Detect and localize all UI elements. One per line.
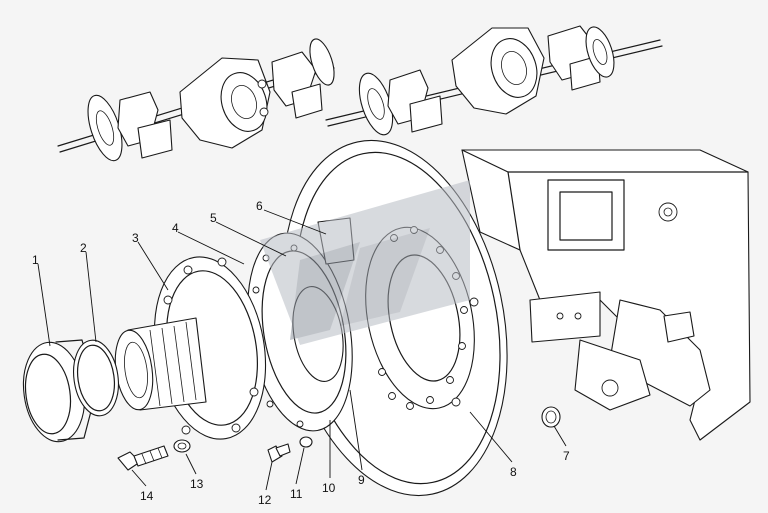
callout-11: 11: [290, 487, 303, 501]
axle-housing-frame: [461, 149, 751, 441]
callout-3: 3: [132, 231, 139, 245]
callout-9: 9: [358, 473, 365, 487]
axle-assembly-overview: [57, 25, 663, 162]
callout-8: 8: [510, 465, 517, 479]
part-13-washer: [173, 439, 191, 453]
callout-10: 10: [322, 481, 336, 495]
leader-lines: [37, 209, 567, 491]
callout-6: 6: [256, 199, 263, 213]
part-14-bolt: [117, 445, 169, 471]
callout-5: 5: [210, 211, 217, 225]
part-2-o-ring: [73, 339, 119, 417]
callout-7: 7: [563, 449, 570, 463]
part-12-bolt: [267, 443, 291, 463]
callout-14: 14: [140, 489, 154, 503]
watermark-logo: [260, 180, 470, 345]
part-7-clamp-ring: [541, 406, 561, 428]
callout-13: 13: [190, 477, 204, 491]
part-11-spring-washer: [299, 436, 313, 448]
callout-12: 12: [258, 493, 272, 507]
callout-2: 2: [80, 241, 87, 255]
callout-labels: 1 2 3 4 5 6 7 8 9 10 11 12 13 14: [32, 199, 570, 507]
part-3-wheel-hub: [114, 256, 267, 440]
callout-4: 4: [172, 221, 179, 235]
callout-1: 1: [32, 253, 39, 267]
